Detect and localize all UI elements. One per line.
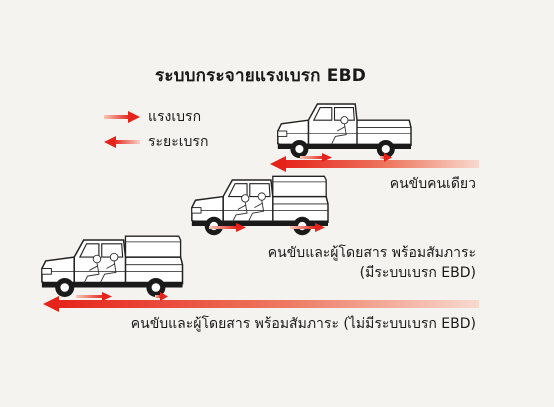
scenario-loaded-with-ebd bbox=[191, 175, 329, 236]
caption-driver-only: คนขับคนเดียว bbox=[389, 176, 476, 192]
scenario-driver-only bbox=[270, 103, 479, 172]
force-arrow-icon bbox=[104, 111, 140, 123]
legend-force-label: แรงเบรก bbox=[148, 109, 202, 125]
brake-force-arrow-front-1 bbox=[300, 153, 332, 162]
braking-distance-arrowhead-1 bbox=[270, 156, 286, 172]
braking-distance-bar-1 bbox=[283, 160, 479, 168]
brake-force-arrow-rear-2 bbox=[290, 223, 325, 232]
scenario-loaded-without-ebd bbox=[41, 235, 479, 312]
brake-force-arrow-rear-1 bbox=[380, 153, 392, 162]
legend-force: แรงเบรก bbox=[104, 106, 201, 128]
pickup-truck-1 bbox=[277, 103, 412, 159]
brake-force-arrow-rear-3 bbox=[155, 292, 168, 301]
caption-loaded-ebd-line1: คนขับและผู้โดยสาร พร้อมสัมภาระ bbox=[267, 245, 476, 261]
caption-loaded-no-ebd: คนขับและผู้โดยสาร พร้อมสัมภาระ (ไม่มีระบ… bbox=[130, 316, 476, 332]
legend-distance: ระยะเบรก bbox=[104, 131, 208, 153]
pickup-truck-3 bbox=[41, 235, 184, 298]
braking-distance-arrowhead-3 bbox=[43, 296, 59, 312]
brake-force-arrow-front-3 bbox=[76, 292, 112, 301]
distance-arrow-icon bbox=[104, 136, 140, 148]
braking-distance-bar-3 bbox=[56, 300, 479, 308]
caption-loaded-ebd-line2: (มีระบบเบรก EBD) bbox=[359, 265, 476, 281]
brake-force-arrow-front-2 bbox=[209, 223, 246, 232]
legend-distance-label: ระยะเบรก bbox=[148, 134, 209, 150]
diagram-title: ระบบกระจายแรงเบรก EBD bbox=[155, 66, 367, 86]
